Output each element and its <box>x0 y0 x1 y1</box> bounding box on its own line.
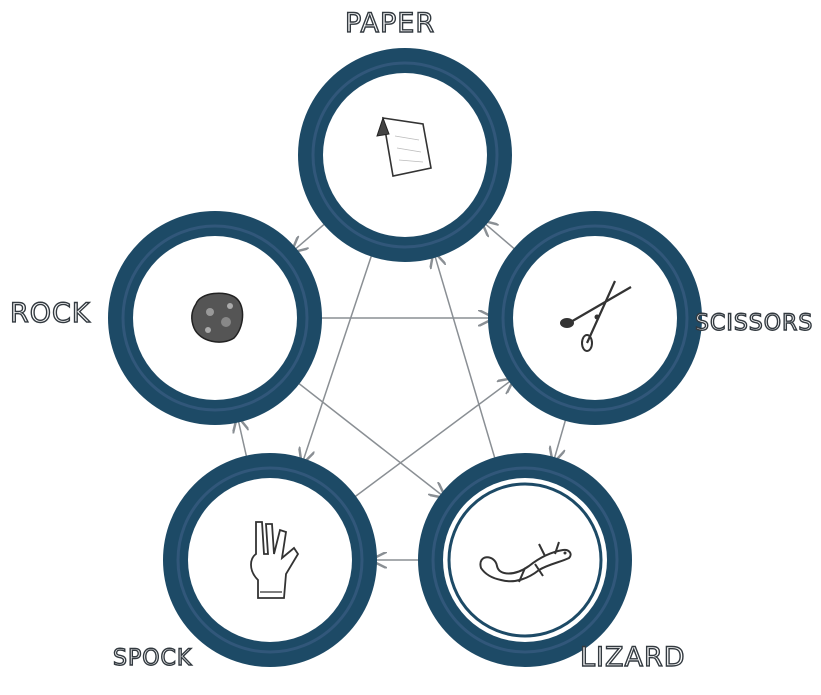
selection-ring-lizard <box>447 482 603 638</box>
paper-label: PAPER <box>344 7 436 39</box>
node-ring-lizard <box>418 453 632 667</box>
node-ring-scissors <box>488 211 702 425</box>
spock-hand-icon <box>250 521 300 599</box>
arrow-spock-to-scissors <box>341 379 513 507</box>
node-ring-highlight-scissors <box>501 224 689 412</box>
arrow-lizard-to-paper <box>434 253 501 474</box>
node-face-lizard <box>443 478 607 642</box>
icons-layer <box>191 116 632 599</box>
arrow-paper-to-spock <box>302 240 378 463</box>
node-ring-paper <box>298 48 512 262</box>
arrow-rock-to-lizard <box>285 372 445 497</box>
nodes-layer <box>108 48 702 667</box>
scissors-icon <box>560 280 632 352</box>
lizard-icon <box>479 541 572 583</box>
paper-icon <box>376 116 432 177</box>
lizard-label: LIZARD <box>579 641 686 673</box>
rock-icon <box>191 292 244 343</box>
node-ring-highlight-spock <box>176 466 364 654</box>
node-ring-spock <box>163 453 377 667</box>
node-scissors[interactable] <box>488 211 702 425</box>
scissors-label: SCISSORS <box>694 310 814 336</box>
node-ring-highlight-lizard <box>431 466 619 654</box>
rock-label: ROCK <box>9 297 91 329</box>
node-ring-highlight-paper <box>311 61 499 249</box>
node-ring-rock <box>108 211 322 425</box>
node-ring-highlight-rock <box>121 224 309 412</box>
spock-label: SPOCK <box>112 645 193 671</box>
node-lizard[interactable] <box>418 453 632 667</box>
